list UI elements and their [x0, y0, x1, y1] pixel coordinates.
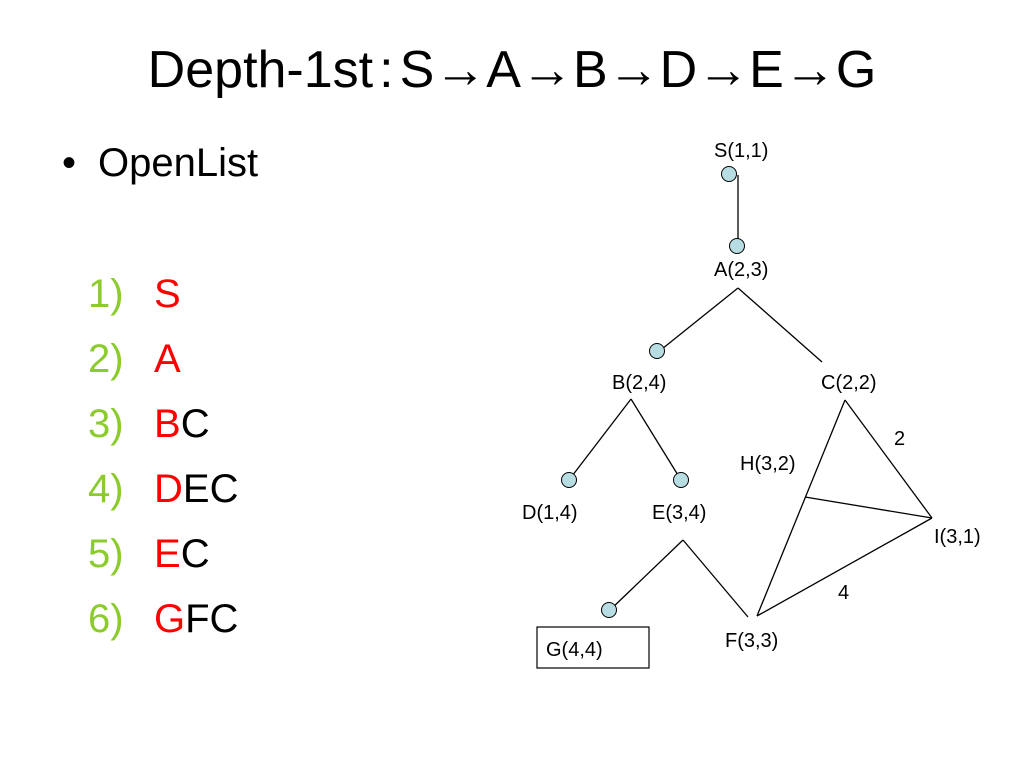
edge-cost-c-i: 2 — [894, 428, 905, 450]
node-label-g: G(4,4) — [546, 639, 603, 661]
step-number: 4) — [88, 467, 124, 511]
goal-node-box — [536, 626, 650, 669]
node-label-c: C(2,2) — [821, 372, 877, 394]
node-marker-g — [601, 602, 617, 618]
step-remaining-nodes: FC — [185, 597, 239, 641]
edge-e-f — [682, 539, 749, 618]
node-marker-e — [673, 472, 689, 488]
node-marker-a — [729, 238, 745, 254]
step-number: 6) — [88, 597, 124, 641]
step-current-node: E — [154, 532, 181, 576]
node-label-i: I(3,1) — [934, 526, 981, 548]
edge-f-i — [756, 517, 933, 617]
node-label-d: D(1,4) — [522, 502, 578, 524]
step-number: 3) — [88, 402, 124, 446]
node-marker-b — [649, 343, 665, 359]
bullet-glyph: • — [62, 141, 77, 185]
step-item: 4) DEC — [88, 463, 238, 528]
step-item: 6) GFC — [88, 593, 238, 658]
edge-c-i — [844, 399, 933, 519]
node-marker-s — [721, 166, 737, 182]
openlist-steps: 1)S 2)A 3)BC 4)DEC 5)EC 6)GFC — [88, 268, 238, 658]
node-label-s: S(1,1) — [714, 140, 768, 162]
title-text: Depth-1st — [147, 41, 374, 99]
step-current-node: S — [154, 272, 181, 316]
edge-c-f — [756, 399, 846, 617]
node-marker-d — [561, 472, 577, 488]
edge-h-i — [804, 496, 933, 519]
step-current-node: B — [154, 402, 181, 446]
edge-a-b — [656, 287, 739, 354]
edge-b-e — [630, 398, 682, 481]
edge-a-c — [737, 287, 823, 363]
node-label-h: H(3,2) — [740, 453, 796, 475]
step-remaining-nodes: C — [180, 402, 210, 446]
slide-title: Depth-1st:S→A→B→D→E→G — [0, 38, 1024, 102]
bullet-label: OpenList — [98, 141, 259, 185]
step-current-node: G — [154, 597, 186, 641]
title-separator: : — [379, 41, 394, 99]
step-number: 2) — [88, 337, 124, 381]
step-item: 3) BC — [88, 398, 238, 463]
openlist-bullet: • OpenList — [62, 140, 258, 186]
edge-b-d — [568, 398, 632, 481]
title-path: S→A→B→D→E→G — [399, 41, 877, 99]
step-current-node: D — [154, 467, 183, 511]
edge-cost-f-i: 4 — [838, 582, 849, 604]
node-label-f: F(3,3) — [725, 630, 778, 652]
node-label-a: A(2,3) — [714, 259, 768, 281]
node-label-e: E(3,4) — [652, 502, 706, 524]
node-label-b: B(2,4) — [612, 372, 666, 394]
step-number: 5) — [88, 532, 124, 576]
step-remaining-nodes: C — [180, 532, 210, 576]
step-item: 2) A — [88, 333, 238, 398]
step-remaining-nodes: EC — [182, 467, 239, 511]
edge-e-g — [609, 539, 684, 611]
step-item: 1) S — [88, 268, 238, 333]
step-item: 5) EC — [88, 528, 238, 593]
step-current-node: A — [154, 337, 181, 381]
step-number: 1) — [88, 272, 124, 316]
